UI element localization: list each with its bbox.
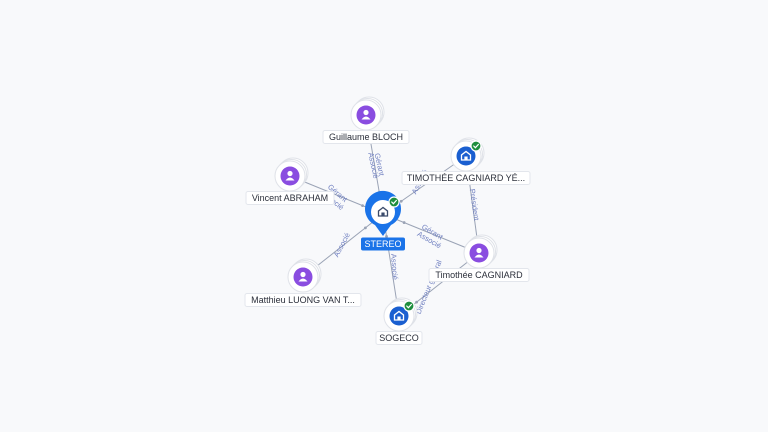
edge-arrow-timothee_co — [399, 199, 403, 203]
node-label-vincent: Vincent ABRAHAM — [252, 193, 328, 203]
edge-arrow-vincent — [361, 204, 364, 208]
node-label-background — [244, 293, 362, 307]
nodes-layer: Guillaume BLOCH Vincent ABRAHAM Matthieu L… — [244, 96, 531, 345]
node-sogeco[interactable]: SOGECO — [375, 297, 423, 345]
center-node[interactable]: STEREO — [361, 190, 405, 251]
edge-label-matthieu-0: Associé — [332, 231, 352, 258]
company-icon — [393, 310, 405, 321]
edge-arrow-timothee_to_sogeco — [415, 300, 418, 304]
node-label-background — [401, 171, 531, 185]
edge-arrow-sogeco — [385, 235, 388, 238]
person-icon — [474, 247, 484, 258]
node-timothee[interactable]: Timothée CAGNIARD — [428, 234, 530, 282]
edge-label-sogeco-0: Associé — [389, 253, 400, 280]
node-label-background — [322, 130, 410, 144]
edge-label-timothee_to_sogeco-0: Directeur général — [414, 258, 444, 315]
edge-arrow-timothee — [402, 221, 406, 224]
edge-timothee — [382, 213, 480, 254]
node-label-sogeco: SOGECO — [379, 333, 419, 343]
company-icon — [460, 150, 472, 161]
company-icon — [377, 206, 389, 217]
node-avatar — [456, 146, 476, 166]
center-node-label: STEREO — [364, 239, 401, 249]
node-label-timothee_co: TIMOTHÉE CAGNIARD YÉ... — [407, 173, 525, 183]
node-label-matthieu: Matthieu LUONG VAN T... — [251, 295, 355, 305]
node-label-background — [428, 268, 530, 282]
node-label-guillaume: Guillaume BLOCH — [329, 132, 403, 142]
node-guillaume[interactable]: Guillaume BLOCH — [322, 96, 410, 144]
person-icon — [285, 170, 295, 181]
person-icon — [298, 271, 308, 282]
center-label-background — [361, 237, 405, 251]
node-label-background — [245, 191, 335, 205]
verified-check-icon — [470, 140, 482, 152]
node-matthieu[interactable]: Matthieu LUONG VAN T... — [244, 258, 362, 307]
node-timothee_co[interactable]: TIMOTHÉE CAGNIARD YÉ... — [401, 137, 531, 185]
edge-arrow-matthieu — [364, 226, 367, 230]
edge-label-timothee_to_timothee_co-0: Président — [468, 188, 481, 222]
verified-check-icon — [388, 196, 400, 208]
node-label-background — [375, 331, 423, 345]
verified-check-icon — [403, 300, 415, 312]
person-icon — [361, 109, 371, 120]
node-label-timothee: Timothée CAGNIARD — [435, 270, 523, 280]
center-pin-inner — [371, 200, 395, 224]
node-avatar — [389, 306, 409, 326]
node-vincent[interactable]: Vincent ABRAHAM — [245, 157, 335, 205]
